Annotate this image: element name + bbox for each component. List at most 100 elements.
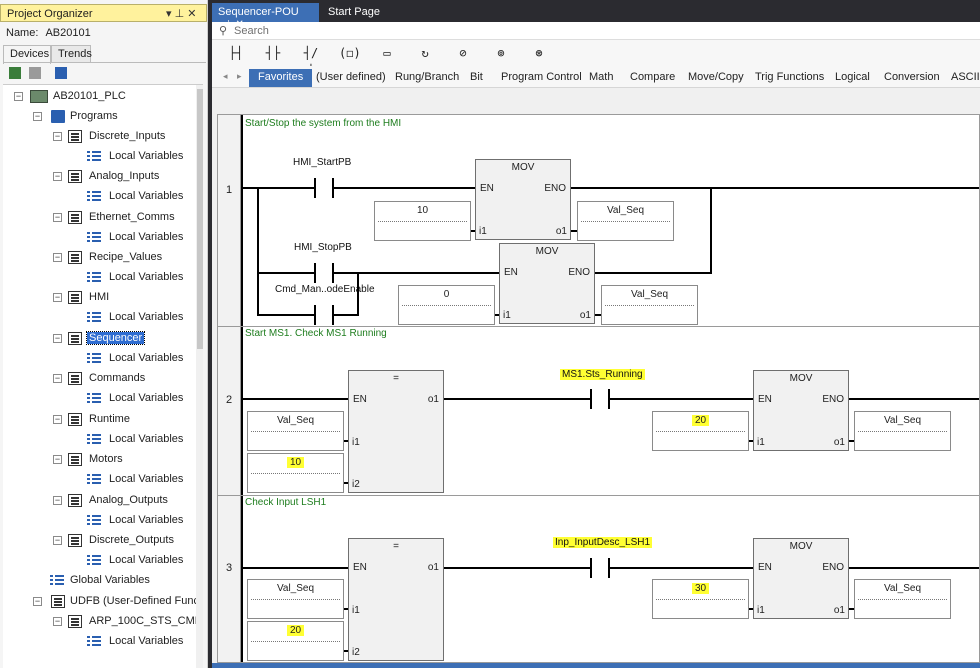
collapse-icon[interactable]: − [53, 212, 62, 222]
collapse-icon[interactable]: − [53, 454, 62, 464]
variables-list-icon [87, 271, 101, 284]
project-organizer-panel: Project Organizer ▾ ⊥ ✕ Name: AB20101 De… [0, 0, 208, 668]
category-program-control[interactable]: Program Control [501, 71, 582, 83]
category-ascii[interactable]: ASCII S [951, 71, 980, 83]
output-variable-box[interactable]: Val_Seq [577, 201, 674, 241]
collapse-icon[interactable]: − [53, 252, 62, 262]
input-variable-box[interactable]: 30 [652, 579, 749, 619]
tree-scrollbar[interactable] [196, 85, 203, 668]
tab-sequencer-pou[interactable]: Sequencer-POU ⊥ ✕ [212, 3, 319, 30]
reset-coil-icon[interactable]: ⊘ [459, 46, 467, 60]
coil-icon[interactable]: (◻) [339, 46, 361, 60]
output-variable-box[interactable]: Val_Seq [601, 285, 698, 325]
mov-block[interactable]: MOV EN ENO i1 o1 [753, 538, 849, 619]
pulse-coil-icon[interactable]: ⊚ [497, 46, 505, 60]
scroll-left-icon[interactable]: ◂ [223, 71, 228, 81]
collapse-icon[interactable]: − [53, 495, 62, 505]
variables-list-icon [87, 352, 101, 365]
input-variable-box[interactable]: Val_Seq [247, 579, 344, 619]
tab-trends[interactable]: Trends [51, 45, 92, 63]
contact-nc-icon[interactable]: ┤/├ [303, 46, 319, 78]
variables-list-icon [87, 473, 101, 486]
program-icon [68, 453, 82, 466]
rung-number[interactable]: 3 [226, 562, 233, 574]
collapse-icon[interactable]: − [53, 333, 62, 343]
program-icon [68, 251, 82, 264]
collapse-icon[interactable]: − [53, 292, 62, 302]
negate-coil-icon[interactable]: ⊛ [535, 46, 543, 60]
variables-list-icon [50, 574, 64, 587]
document-tabs: Sequencer-POU ⊥ ✕ Start Page [212, 0, 980, 30]
mov-block[interactable]: MOV EN ENO i1 o1 [753, 370, 849, 451]
instruction-search: ⚲ [212, 22, 980, 40]
category-conversion[interactable]: Conversion [884, 71, 940, 83]
collapse-icon[interactable]: − [53, 131, 62, 141]
collapse-icon[interactable]: − [33, 596, 42, 606]
collapse-icon[interactable]: − [53, 171, 62, 181]
contact-input-lsh1[interactable] [590, 558, 610, 578]
ladder-diagram[interactable]: 1 2 3 Start/Stop the system from the HMI… [217, 114, 980, 668]
rung-comment[interactable]: Start MS1. Check MS1 Running [245, 328, 387, 339]
project-organizer-titlebar: Project Organizer ▾ ⊥ ✕ [0, 4, 207, 22]
variables-list-icon [87, 635, 101, 648]
instruction-toolbar: ├┤ ┤├ ┤/├ (◻) ▭ ↻ ⊘ ⊚ ⊛ [212, 40, 980, 78]
category-bit[interactable]: Bit [470, 71, 483, 83]
output-variable-box[interactable]: Val_Seq [854, 411, 951, 451]
program-icon [68, 130, 82, 143]
input-variable-box[interactable]: 20 [652, 411, 749, 451]
contact-ms1-running[interactable] [590, 389, 610, 409]
ladder-editor: Sequencer-POU ⊥ ✕ Start Page ⚲ ├┤ ┤├ ┤/├… [212, 0, 980, 668]
program-icon [68, 291, 82, 304]
panel-window-controls[interactable]: ▾ ⊥ ✕ [166, 8, 197, 20]
category-logical[interactable]: Logical [835, 71, 870, 83]
mov-block[interactable]: MOV EN ENO i1 o1 [499, 243, 595, 324]
collapse-icon[interactable]: − [53, 535, 62, 545]
horizontal-scrollbar[interactable] [212, 663, 980, 668]
collapse-icon[interactable]: − [53, 616, 62, 626]
scroll-right-icon[interactable]: ▸ [237, 71, 242, 81]
contact-hmi-stoppb[interactable] [314, 263, 334, 283]
rung-number[interactable]: 1 [226, 184, 233, 196]
set-coil-icon[interactable]: ↻ [421, 46, 429, 60]
tab-devices[interactable]: Devices [3, 45, 51, 64]
remove-icon[interactable] [29, 67, 41, 79]
program-icon [68, 534, 82, 547]
mov-block[interactable]: MOV EN ENO i1 o1 [475, 159, 571, 240]
program-icon [68, 494, 82, 507]
contact-hmi-startpb[interactable] [314, 178, 334, 198]
variables-list-icon [87, 190, 101, 203]
block-icon[interactable]: ▭ [383, 46, 391, 60]
rung-comment[interactable]: Start/Stop the system from the HMI [245, 118, 402, 129]
collapse-icon[interactable]: − [33, 111, 42, 121]
category-favorites[interactable]: Favorites [249, 69, 313, 87]
collapse-icon[interactable]: − [14, 91, 23, 101]
output-variable-box[interactable]: Val_Seq [854, 579, 951, 619]
rung-comment[interactable]: Check Input LSH1 [245, 497, 327, 508]
compare-equal-block[interactable]: = EN o1 i1 i2 [348, 370, 444, 493]
rung-icon[interactable]: ├┤ [228, 46, 244, 60]
compare-equal-block[interactable]: = EN o1 i1 i2 [348, 538, 444, 661]
category-move-copy[interactable]: Move/Copy [688, 71, 744, 83]
category-user-defined[interactable]: (User defined) [316, 71, 386, 83]
category-trig-functions[interactable]: Trig Functions [755, 71, 825, 83]
scrollbar-thumb[interactable] [197, 89, 203, 349]
tab-start-page[interactable]: Start Page [328, 6, 380, 18]
category-math[interactable]: Math [589, 71, 614, 83]
panel-title: Project Organizer [7, 8, 93, 20]
collapse-icon[interactable]: − [53, 373, 62, 383]
input-variable-box[interactable]: Val_Seq [247, 411, 344, 451]
contact-label: Inp_InputDesc_LSH1 [553, 537, 653, 548]
contact-cmd-manual-mode[interactable] [314, 305, 334, 325]
collapse-icon[interactable]: − [53, 414, 62, 424]
category-compare[interactable]: Compare [630, 71, 676, 83]
input-variable-box[interactable]: 0 [398, 285, 495, 325]
rung-number[interactable]: 2 [226, 394, 233, 406]
search-input[interactable] [234, 24, 934, 38]
input-variable-box[interactable]: 10 [247, 453, 344, 493]
add-icon[interactable] [9, 67, 21, 79]
input-variable-box[interactable]: 10 [374, 201, 471, 241]
input-variable-box[interactable]: 20 [247, 621, 344, 661]
category-rung-branch[interactable]: Rung/Branch [395, 71, 460, 83]
expand-tree-icon[interactable] [55, 67, 67, 79]
contact-no-icon[interactable]: ┤├ [265, 46, 281, 60]
